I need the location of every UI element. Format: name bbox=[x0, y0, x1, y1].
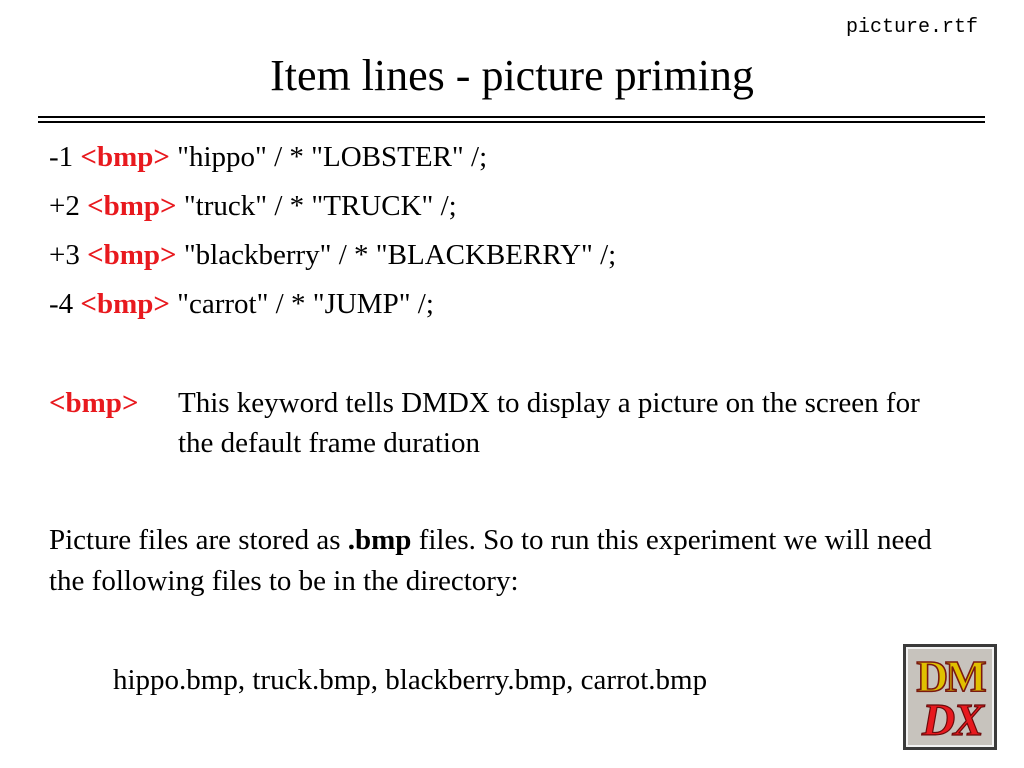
file-list: hippo.bmp, truck.bmp, blackberry.bmp, ca… bbox=[113, 664, 708, 696]
bmp-keyword: <bmp> bbox=[87, 239, 177, 271]
dmdx-logo: DM DX bbox=[903, 644, 997, 750]
bmp-keyword: <bmp> bbox=[80, 288, 170, 320]
item-lines: -1 <bmp> "hippo" / * "LOBSTER" /; +2 <bm… bbox=[49, 136, 616, 332]
item-prefix: +2 bbox=[49, 190, 80, 222]
item-text: "carrot" / * "JUMP" /; bbox=[177, 288, 434, 320]
item-line: -1 <bmp> "hippo" / * "LOBSTER" /; bbox=[49, 136, 616, 185]
item-text: "hippo" / * "LOBSTER" /; bbox=[177, 141, 488, 173]
definition-keyword: <bmp> bbox=[49, 387, 139, 419]
slide-title: Item lines - picture priming bbox=[270, 51, 754, 100]
bmp-keyword: <bmp> bbox=[80, 141, 170, 173]
item-text: "blackberry" / * "BLACKBERRY" /; bbox=[183, 239, 617, 271]
title-rule-bottom bbox=[38, 121, 985, 123]
logo-bottom-text: DX bbox=[921, 694, 985, 745]
dmdx-logo-graphic: DM DX bbox=[916, 651, 990, 745]
explanation-paragraph: Picture files are stored as .bmp files. … bbox=[49, 520, 974, 602]
bmp-keyword: <bmp> bbox=[87, 190, 177, 222]
item-text: "truck" / * "TRUCK" /; bbox=[183, 190, 457, 222]
item-prefix: -1 bbox=[49, 141, 74, 173]
title-rule-top bbox=[38, 116, 985, 118]
definition-description: This keyword tells DMDX to display a pic… bbox=[178, 387, 920, 459]
paragraph-text-after: files. So to run this experiment we will… bbox=[49, 524, 932, 597]
paragraph-text-before: Picture files are stored as bbox=[49, 524, 348, 556]
item-line: -4 <bmp> "carrot" / * "JUMP" /; bbox=[49, 283, 616, 332]
item-line: +2 <bmp> "truck" / * "TRUCK" /; bbox=[49, 185, 616, 234]
logo-top-text: DM bbox=[916, 652, 986, 701]
item-prefix: +3 bbox=[49, 239, 80, 271]
paragraph-emphasis: .bmp bbox=[347, 524, 412, 556]
item-line: +3 <bmp> "blackberry" / * "BLACKBERRY" /… bbox=[49, 234, 616, 283]
item-prefix: -4 bbox=[49, 288, 74, 320]
filename-label: picture.rtf bbox=[845, 16, 978, 39]
